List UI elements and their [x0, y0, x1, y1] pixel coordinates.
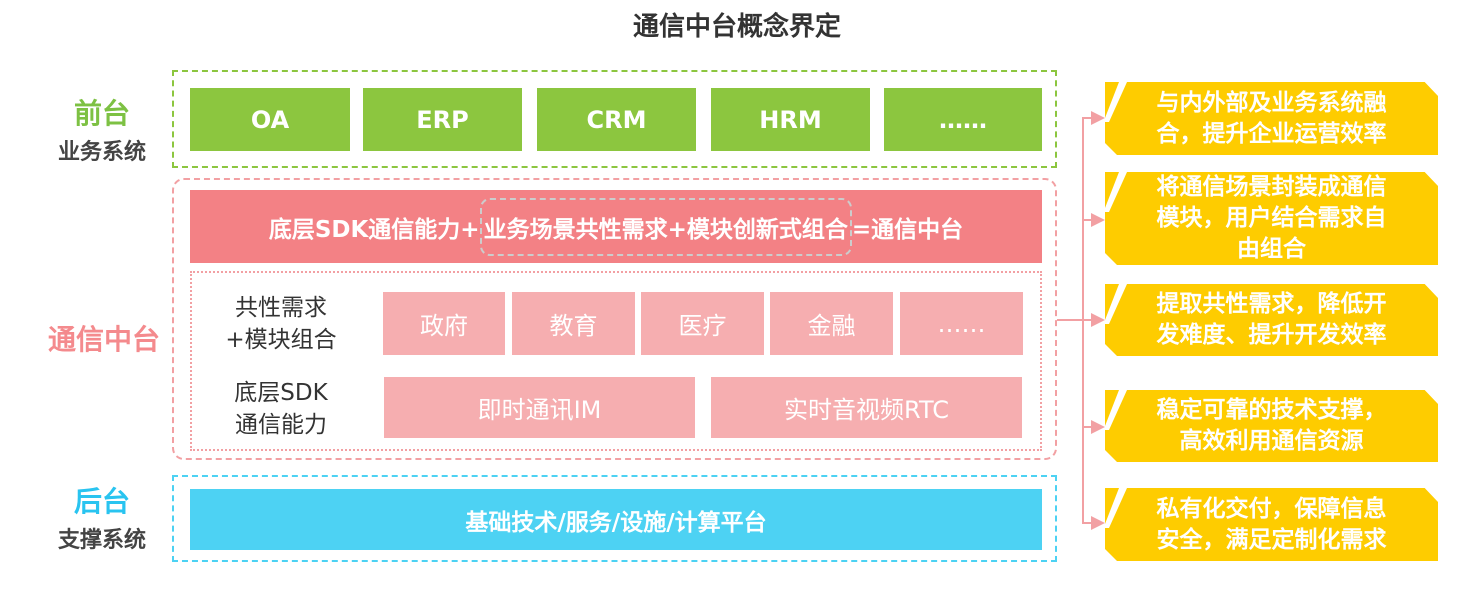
formula-part1: 底层SDK通信能力+	[268, 216, 480, 243]
connector-line	[1082, 426, 1094, 428]
benefit-3: 提取共性需求，降低开发难度、提升开发效率	[1105, 284, 1438, 356]
benefit-line: 私有化交付，保障信息	[1156, 495, 1387, 522]
back-layer-sublabel: 支撑系统	[57, 528, 146, 553]
benefit-line: 发难度、提升开发效率	[1156, 322, 1387, 348]
system-oa: OA	[190, 88, 350, 151]
benefit-4: 稳定可靠的技术支撑， 高效利用通信资源	[1105, 390, 1438, 462]
arrow-icon	[1091, 313, 1105, 327]
middle-layer-box	[172, 178, 1057, 460]
system-hrm: HRM	[711, 88, 870, 151]
row1-label-line2: +模块组合	[225, 327, 337, 353]
arrow-icon	[1091, 420, 1105, 434]
formula-bar: 底层SDK通信能力+ 业务场景共性需求+模块创新式组合 =通信中台	[190, 190, 1042, 263]
system-more: ……	[884, 88, 1042, 151]
arrow-icon	[1091, 111, 1105, 125]
row2-label-line2: 通信能力	[235, 412, 327, 438]
scenario-education: 教育	[512, 292, 635, 355]
benefit-2: 将通信场景封装成通信模块，用户结合需求自由组合	[1105, 172, 1438, 265]
connector-line	[1082, 522, 1094, 524]
scenario-medical: 医疗	[641, 292, 764, 355]
row2-label-line1: 底层SDK	[234, 380, 328, 406]
infrastructure-bar: 基础技术/服务/设施/计算平台	[190, 489, 1042, 550]
front-layer-label: 前台	[73, 97, 130, 130]
arrow-icon	[1091, 516, 1105, 530]
arrow-icon	[1091, 213, 1105, 227]
benefit-5: 私有化交付，保障信息安全，满足定制化需求	[1105, 488, 1438, 561]
scenario-government: 政府	[383, 292, 505, 355]
system-erp: ERP	[363, 88, 522, 151]
benefit-1: 与内外部及业务系统融合，提升企业运营效率	[1105, 82, 1438, 155]
scenario-more: ……	[900, 292, 1023, 355]
capability-rtc: 实时音视频RTC	[711, 377, 1022, 438]
row1-label: 共性需求 +模块组合	[206, 292, 356, 356]
scenario-finance: 金融	[770, 292, 893, 355]
benefit-line: 合，提升企业运营效率	[1156, 120, 1387, 147]
formula-part3: =通信中台	[851, 216, 964, 243]
back-layer-label: 后台	[73, 485, 130, 518]
capability-im: 即时通讯IM	[384, 377, 695, 438]
benefit-line: 稳定可靠的技术支撑，	[1156, 397, 1387, 423]
benefit-line: 由组合	[1237, 236, 1306, 262]
connector-line	[1082, 219, 1094, 221]
connector-line	[1057, 319, 1084, 321]
formula-part2: 业务场景共性需求+模块创新式组合	[479, 197, 852, 256]
back-layer-box	[172, 475, 1057, 562]
benefit-line: 提取共性需求，降低开	[1156, 291, 1387, 317]
diagram-title: 通信中台概念界定	[632, 11, 841, 42]
benefit-line: 与内外部及业务系统融	[1156, 89, 1387, 116]
benefit-line: 将通信场景封装成通信	[1156, 174, 1387, 200]
benefit-line: 安全，满足定制化需求	[1156, 526, 1387, 553]
benefit-line: 模块，用户结合需求自	[1156, 205, 1387, 231]
capability-box	[190, 271, 1042, 451]
front-layer-sublabel: 业务系统	[57, 140, 146, 165]
benefit-line: 高效利用通信资源	[1179, 428, 1364, 454]
row2-label: 底层SDK 通信能力	[206, 377, 356, 441]
connector-line	[1082, 118, 1084, 524]
connector-line	[1082, 117, 1094, 119]
connector-line	[1082, 319, 1094, 321]
row1-label-line1: 共性需求	[235, 295, 327, 321]
middle-layer-label: 通信中台	[47, 323, 160, 356]
front-layer-box	[172, 70, 1057, 168]
system-crm: CRM	[537, 88, 696, 151]
